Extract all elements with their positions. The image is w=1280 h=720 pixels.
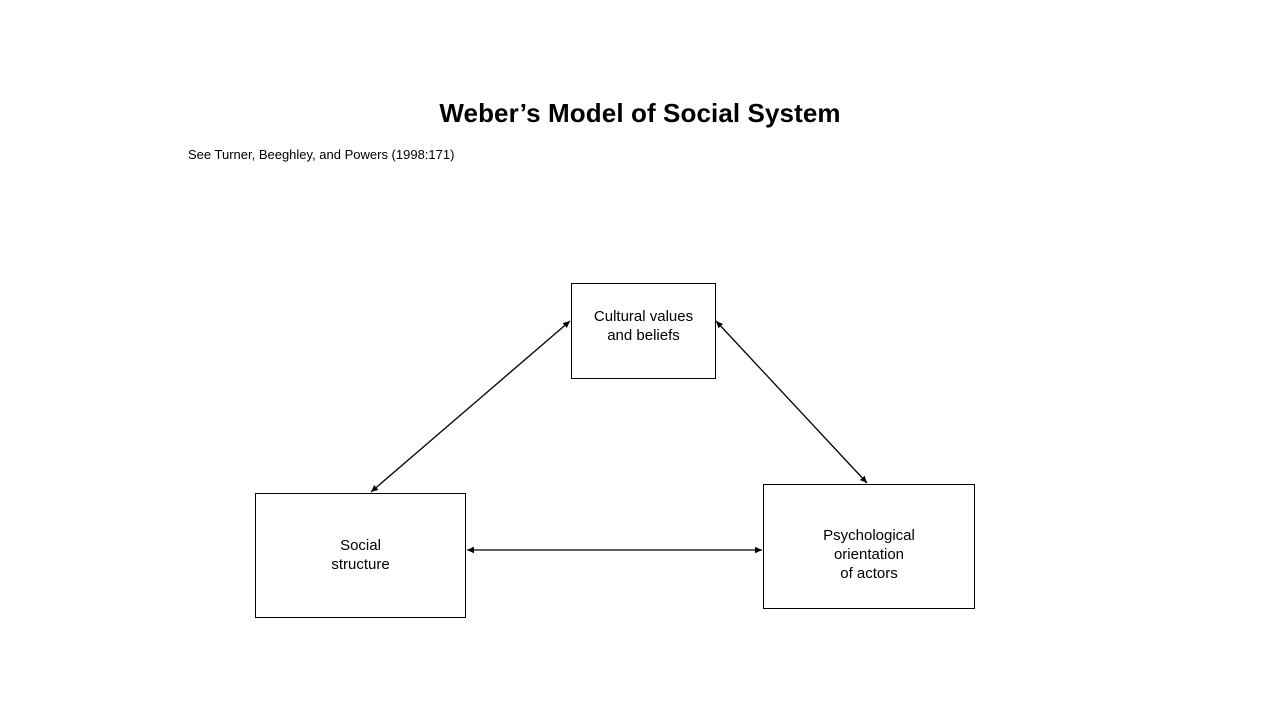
arrow-cultural-social	[370, 320, 571, 493]
node-psychological-orientation-label: Psychological orientation of actors	[823, 527, 915, 582]
node-cultural-values-label: Cultural values and beliefs	[593, 308, 694, 344]
citation-text: See Turner, Beeghley, and Powers (1998:1…	[188, 147, 455, 162]
slide-title: Weber’s Model of Social System	[439, 98, 841, 128]
node-psychological-orientation: Psychological orientation of actors	[763, 484, 975, 609]
arrow-cultural-psychological	[715, 320, 868, 484]
node-social-structure: Social structure	[255, 493, 466, 618]
node-social-structure-label: Social structure	[331, 537, 390, 573]
node-cultural-values: Cultural values and beliefs	[571, 283, 716, 379]
